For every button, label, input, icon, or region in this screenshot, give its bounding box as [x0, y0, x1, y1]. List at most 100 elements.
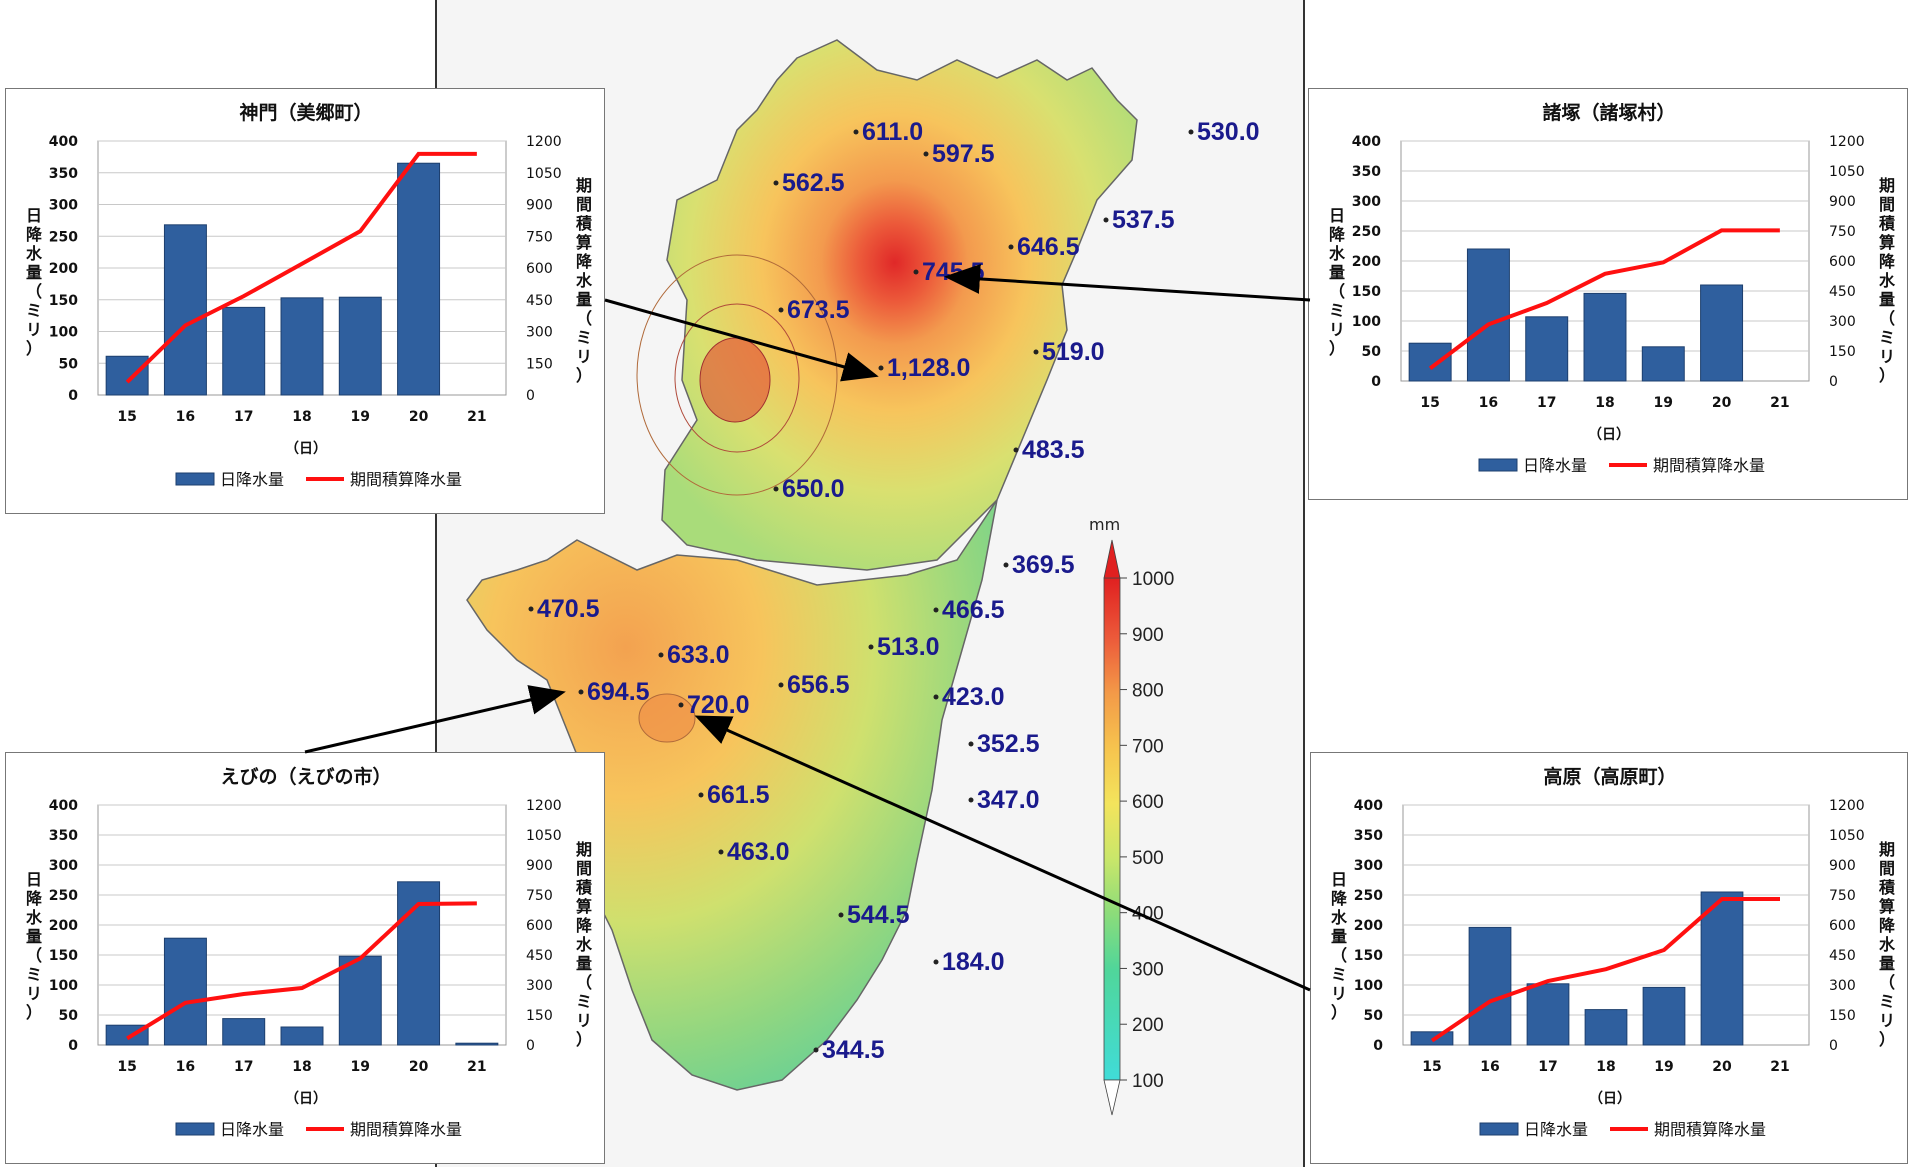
y-axis-label: 日降水量（ミリ） [26, 206, 43, 358]
y2-axis-label: 期間積算降水量（ミリ） [575, 840, 593, 1049]
bar [338, 955, 382, 1046]
bar [280, 1026, 324, 1046]
station-dot [718, 849, 724, 855]
y2-axis-label: 期間積算降水量（ミリ） [575, 176, 593, 385]
y2-tick-label: 1200 [526, 134, 562, 150]
y2-tick-label: 600 [526, 261, 553, 277]
cumulative-line [126, 901, 477, 1041]
station-label: 470.5 [537, 595, 600, 623]
legend-tick-label: 400 [1132, 904, 1164, 925]
station-dot [868, 644, 874, 650]
x-tick-label: 17 [234, 409, 253, 425]
x-tick-label: 18 [292, 409, 311, 425]
y2-tick-label: 300 [1829, 978, 1856, 994]
x-tick-label: 17 [1538, 1059, 1557, 1075]
y-tick-label: 50 [1362, 344, 1382, 360]
x-axis-label: （日） [1588, 427, 1630, 443]
legend-bottom-arrow [1103, 1079, 1121, 1116]
station-dot [778, 682, 784, 688]
x-tick-label: 20 [409, 409, 429, 425]
legend-line-label: 期間積算降水量 [1653, 456, 1765, 475]
y2-tick-label: 150 [526, 356, 553, 372]
y-tick-label: 400 [1354, 798, 1383, 814]
bar [455, 1042, 499, 1046]
y2-tick-label: 450 [526, 948, 553, 964]
bar [1525, 316, 1569, 382]
station-dot [878, 365, 884, 371]
bar [1584, 1009, 1628, 1046]
legend-tick-label: 500 [1132, 848, 1164, 869]
y-tick-label: 250 [49, 888, 78, 904]
y2-tick-label: 1200 [1829, 798, 1865, 814]
y-tick-label: 300 [49, 858, 78, 874]
y2-tick-label: 300 [1829, 314, 1856, 330]
y2-tick-label: 1200 [526, 798, 562, 814]
station-label: 369.5 [1012, 551, 1075, 579]
x-axis-label: （日） [285, 1091, 327, 1107]
x-tick-label: 19 [351, 1059, 370, 1075]
x-tick-label: 16 [176, 409, 195, 425]
y-tick-label: 250 [1352, 224, 1381, 240]
station-label: 720.0 [687, 691, 750, 719]
station-label: 633.0 [667, 641, 730, 669]
y-tick-label: 200 [1352, 254, 1381, 270]
y-tick-label: 350 [49, 166, 78, 182]
y-tick-label: 0 [1371, 374, 1381, 390]
legend-line-label: 期間積算降水量 [350, 470, 462, 489]
station-label: 673.5 [787, 296, 850, 324]
y2-tick-label: 750 [1829, 888, 1856, 904]
station-dot [933, 607, 939, 613]
station-label: 650.0 [782, 475, 845, 503]
x-tick-label: 16 [1479, 395, 1498, 411]
y-tick-label: 100 [1354, 978, 1383, 994]
y-axis-label: 日降水量（ミリ） [1331, 870, 1348, 1022]
y-tick-label: 200 [1354, 918, 1383, 934]
y2-tick-label: 300 [526, 978, 553, 994]
bar [397, 881, 441, 1046]
station-label: 611.0 [862, 118, 923, 146]
station-label: 1,128.0 [887, 354, 970, 382]
y2-tick-label: 150 [1829, 344, 1856, 360]
y-tick-label: 350 [1354, 828, 1383, 844]
bar [1641, 346, 1685, 382]
y2-tick-label: 750 [526, 888, 553, 904]
y-tick-label: 250 [1354, 888, 1383, 904]
bar [397, 162, 441, 396]
y2-tick-label: 0 [526, 1038, 535, 1054]
station-label: 562.5 [782, 169, 845, 197]
bar [222, 1018, 266, 1046]
bar [222, 306, 266, 396]
station-label: 537.5 [1112, 206, 1175, 234]
chart-title: 神門（美郷町） [239, 101, 372, 124]
y2-tick-label: 1050 [526, 828, 562, 844]
bar [280, 297, 324, 396]
y-tick-label: 150 [1354, 948, 1383, 964]
station-label: 347.0 [977, 786, 1040, 814]
station-label: 463.0 [727, 838, 790, 866]
chart-title: 諸塚（諸塚村） [1542, 101, 1675, 124]
station-dot [773, 180, 779, 186]
bar [338, 296, 382, 396]
station-dot [773, 486, 779, 492]
legend-tick-label: 900 [1132, 625, 1164, 646]
x-tick-label: 18 [292, 1059, 311, 1075]
x-tick-label: 20 [1712, 1059, 1732, 1075]
y-tick-label: 50 [1364, 1008, 1384, 1024]
y2-axis-label: 期間積算降水量（ミリ） [1878, 840, 1896, 1049]
legend-bar-swatch [175, 1122, 215, 1136]
y2-tick-label: 0 [1829, 374, 1838, 390]
y-tick-label: 200 [49, 918, 78, 934]
cumulative-line [1428, 228, 1780, 370]
y-tick-label: 0 [68, 388, 78, 404]
y2-tick-label: 450 [526, 293, 553, 309]
station-dot [853, 129, 859, 135]
y-tick-label: 350 [1352, 164, 1381, 180]
station-label: 597.5 [932, 140, 995, 168]
x-tick-label: 18 [1595, 395, 1614, 411]
y2-tick-label: 450 [1829, 284, 1856, 300]
y-tick-label: 300 [49, 198, 78, 214]
